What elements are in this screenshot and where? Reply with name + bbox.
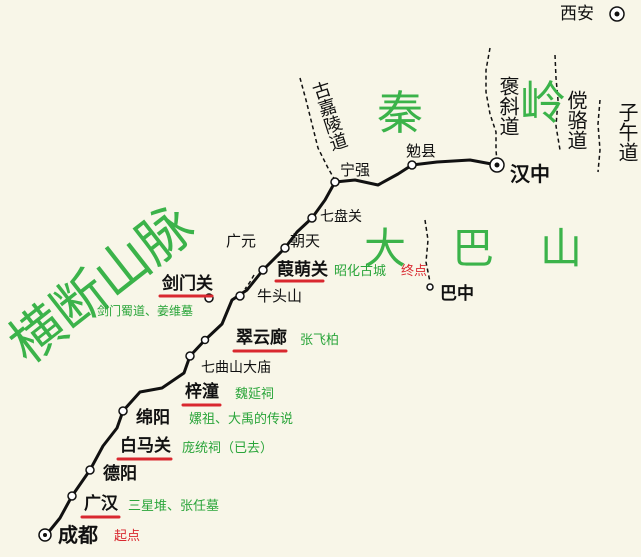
city-qipanguan: 七盘关 <box>320 209 362 225</box>
city-jianmenguan: 剑门关 <box>162 274 213 294</box>
dot-deyang <box>85 465 95 475</box>
note-start: 起点 <box>114 529 141 544</box>
city-chaotian: 朝天 <box>290 232 321 250</box>
dot-bazhong <box>426 283 434 291</box>
region-daba-1: 大 <box>364 224 407 273</box>
region-daba-2: 巴 <box>452 224 495 273</box>
note-zitong-1: 魏延祠 <box>235 387 275 402</box>
city-niutoushan: 牛头山 <box>257 287 303 305</box>
city-hanzhong: 汉中 <box>510 162 550 186</box>
city-chengdu: 成都 <box>58 523 98 547</box>
city-mianxian: 勉县 <box>406 142 437 160</box>
road-ziwu: 子午道 <box>615 102 639 162</box>
dot-xian-inner <box>614 11 620 17</box>
bazhong-spur <box>424 219 431 283</box>
dot-ningqiang <box>330 177 340 187</box>
ziwu-road-line <box>597 99 601 173</box>
region-qinling-2: 岭 <box>520 76 566 130</box>
city-mianyang: 绵阳 <box>136 408 170 428</box>
dot-jiamengguan <box>258 265 268 275</box>
note-zhaohua: 昭化古城 <box>334 264 387 279</box>
city-xian: 西安 <box>560 4 594 24</box>
region-qinling-1: 秦 <box>377 86 423 140</box>
region-daba-3: 山 <box>540 224 583 273</box>
jiameng-dash <box>244 274 255 290</box>
road-tangluo: 傥骆道 <box>564 90 588 150</box>
city-zitong: 梓潼 <box>185 382 219 402</box>
city-bazhong: 巴中 <box>440 284 474 304</box>
dot-guangyuan <box>280 243 290 253</box>
dot-qiqushan <box>185 351 195 361</box>
baoxie-road-line <box>485 47 498 163</box>
city-deyang: 德阳 <box>103 464 137 484</box>
note-baima: 庞统祠（已去） <box>182 441 274 456</box>
dot-mianxian <box>407 160 417 170</box>
dot-niutoushan <box>235 291 245 301</box>
dot-cuiyunlang <box>200 335 210 345</box>
city-jiamengguan: 葭萌关 <box>277 260 328 280</box>
dot-qipanguan <box>307 213 317 223</box>
dot-mianyang <box>118 406 128 416</box>
road-baoxie: 褒斜道 <box>496 76 520 136</box>
city-baimaguan: 白马关 <box>120 436 171 456</box>
tangluo-road-line <box>554 54 561 151</box>
dot-chengdu-inner <box>43 533 47 537</box>
note-zitong-2: 嫘祖、大禹的传说 <box>189 412 294 427</box>
city-guanghan: 广汉 <box>84 494 118 514</box>
note-guanghan: 三星堆、张任墓 <box>128 499 220 514</box>
gujialing-road-line <box>299 77 337 183</box>
city-cuiyunlang: 翠云廊 <box>236 328 287 348</box>
dot-hanzhong-inner <box>494 162 500 168</box>
note-end: 终点 <box>401 264 428 279</box>
city-guangyuan: 广元 <box>226 232 257 250</box>
city-ningqiang: 宁强 <box>340 161 371 179</box>
dot-guanghan <box>67 491 77 501</box>
note-jianmen: 剑门蜀道、姜维墓 <box>97 304 194 318</box>
city-qiqushan: 七曲山大庙 <box>201 360 271 376</box>
note-cuiyun: 张飞柏 <box>300 333 340 348</box>
